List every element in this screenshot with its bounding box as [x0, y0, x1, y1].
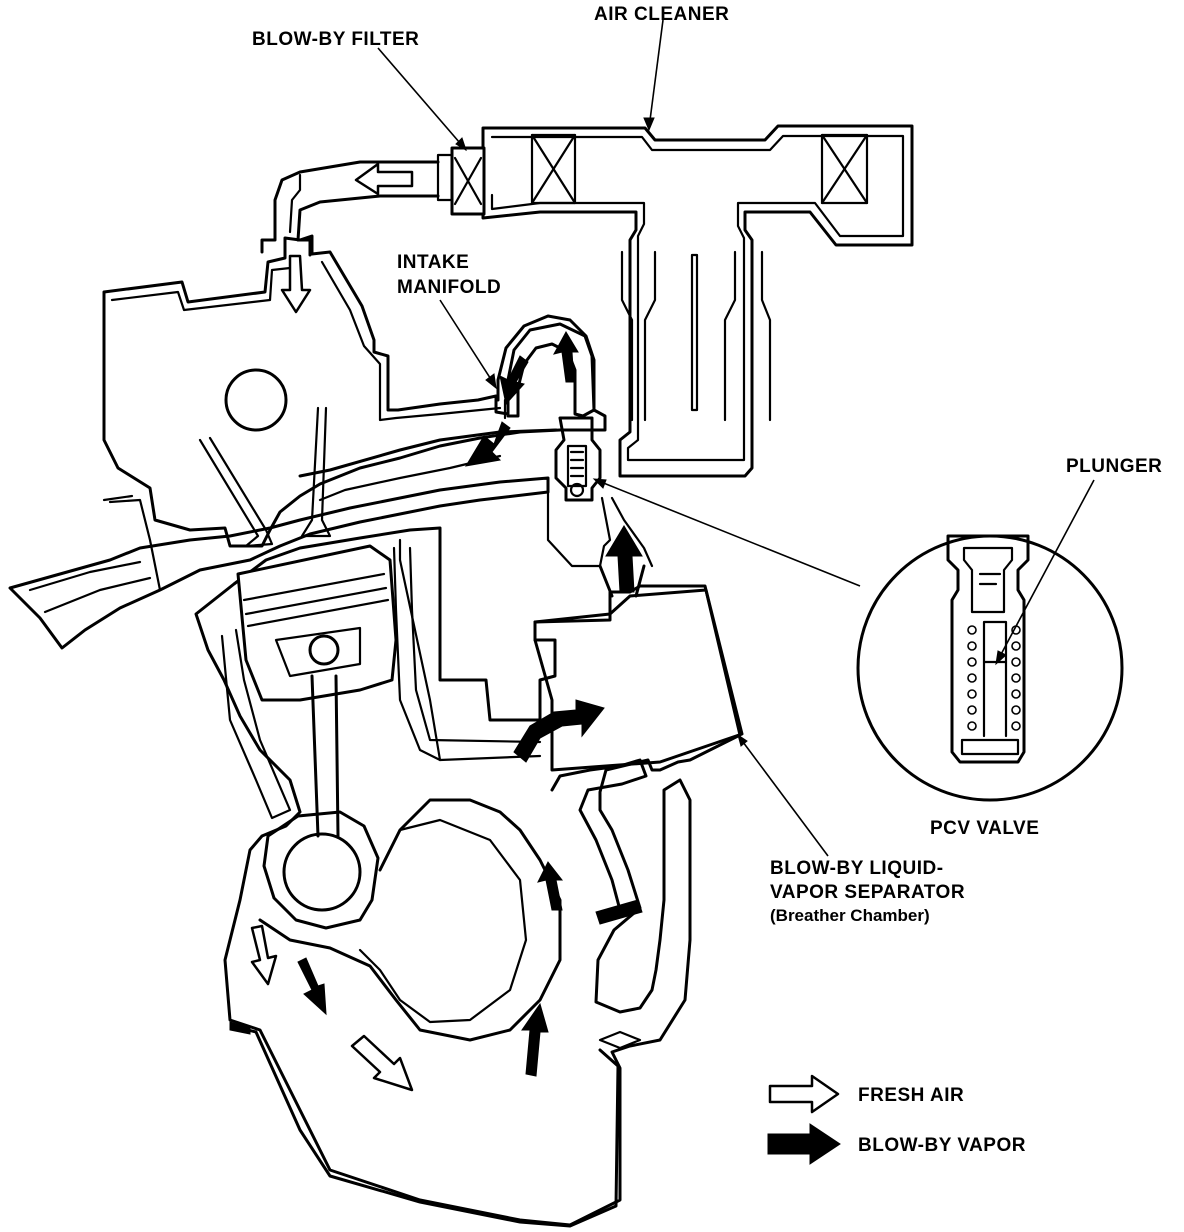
legend-fresh-air-label: FRESH AIR: [858, 1085, 964, 1106]
intake-manifold: [8, 476, 550, 650]
air-cleaner: [476, 124, 914, 478]
legend-blowby-vapor-arrow: [767, 1123, 841, 1165]
label-separator-1: BLOW-BY LIQUID-: [770, 858, 944, 879]
pcv-valve-detail: [856, 534, 1124, 802]
label-separator-3: (Breather Chamber): [770, 906, 930, 925]
vapor-arrow-down: [297, 957, 327, 1016]
label-blowby-filter: BLOW-BY FILTER: [252, 29, 419, 50]
vapor-arrow-manifold: [465, 421, 511, 467]
vapor-arrow-up-2: [521, 1002, 549, 1077]
label-separator-2: VAPOR SEPARATOR: [770, 882, 965, 903]
blowby-vapor-arrows: [297, 330, 643, 1077]
pcv-valve-inline: [554, 416, 602, 502]
legend-fresh-air-arrow: [768, 1074, 840, 1114]
fresh-air-arrows: [250, 162, 414, 1092]
leader-lines: [377, 19, 1095, 857]
connecting-rod: [258, 674, 562, 1042]
vapor-arrow-utube-left: [499, 355, 529, 406]
legend-blowby-vapor-label: BLOW-BY VAPOR: [858, 1135, 1026, 1156]
pcv-spring: [967, 625, 1021, 731]
vapor-arrow-separator-in: [513, 699, 605, 763]
oil-pan: [229, 1021, 620, 1228]
blowby-filter: [436, 146, 486, 216]
fresh-air-arrow-block: [250, 924, 278, 986]
engine-block: [194, 482, 744, 1227]
label-air-cleaner: AIR CLEANER: [594, 4, 729, 25]
labels: AIR CLEANER BLOW-BY FILTER INTAKE MANIFO…: [252, 4, 1162, 925]
piston: [236, 544, 398, 702]
label-pcv-valve: PCV VALVE: [930, 818, 1039, 839]
pcv-hose: [496, 314, 596, 420]
vapor-arrow-utube-right: [553, 330, 579, 383]
cylinder-head: [102, 234, 607, 548]
fresh-air-arrow-hose: [354, 162, 414, 196]
fresh-air-hose: [260, 160, 440, 257]
vapor-arrow-up-1: [537, 861, 564, 911]
breather-return: [550, 758, 648, 1050]
legend: FRESH AIR BLOW-BY VAPOR: [767, 1074, 1026, 1165]
fresh-air-arrow-head: [280, 254, 312, 314]
vapor-arrow-separator-out: [605, 525, 643, 593]
fresh-air-arrow-crank: [350, 1034, 414, 1092]
label-plunger: PLUNGER: [1066, 456, 1162, 477]
label-intake-manifold-2: MANIFOLD: [397, 277, 501, 298]
label-intake-manifold-1: INTAKE: [397, 252, 469, 273]
